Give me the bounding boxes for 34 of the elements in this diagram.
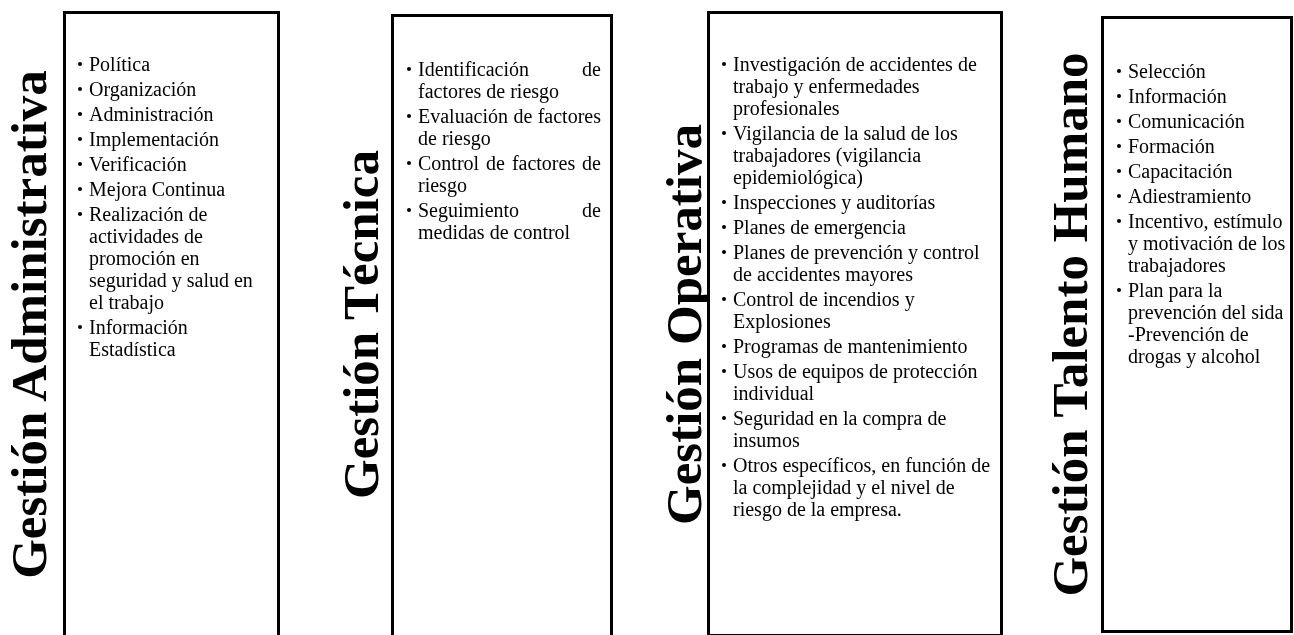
- list-item-text: Selección: [1128, 60, 1207, 82]
- list-item-text: Planes de emergencia: [733, 216, 907, 238]
- column-heading: Gestión Talento Humano: [1044, 51, 1096, 597]
- list-item-text: Información Estadística: [89, 316, 189, 360]
- list-item-text: Capacitación: [1128, 160, 1234, 182]
- list-item-text: Seguimiento de medidas de control: [418, 199, 601, 243]
- list-item-text: Verificación: [89, 153, 188, 175]
- column-heading: Gestión Técnica: [335, 149, 387, 499]
- list-item-text: Implementación: [89, 128, 220, 150]
- list-item-text: Programas de mantenimiento: [733, 335, 969, 357]
- list-item-text: Incentivo, estímulo y motivación de los trabajadores: [1128, 210, 1286, 276]
- list-item-text: Plan para la prevención del sida -Prevención de drogas y alcohol: [1128, 279, 1285, 367]
- list-item-text: Adiestramiento: [1128, 185, 1253, 207]
- list-item-text: Otros específicos, en función de la complejidad y el nivel de riesgo de la empresa.: [733, 454, 992, 520]
- list-item-text: Investigación de accidentes de trabajo y enfermedades profesionales: [733, 53, 978, 119]
- list-item-text: Evaluación de factores de riesgo: [418, 105, 601, 149]
- list-item-text: Información: [1128, 85, 1228, 107]
- list-item-text: Planes de prevención y control de accidentes mayores: [733, 241, 981, 285]
- list-item-text: Control de factores de riesgo: [418, 152, 601, 196]
- list-item-text: Control de incendios y Explosiones: [733, 288, 916, 332]
- list-item-text: Organización: [89, 78, 198, 100]
- list-item-text: Formación: [1128, 135, 1216, 157]
- list-item-text: Política: [89, 53, 152, 75]
- list-item-text: Comunicación: [1128, 110, 1246, 132]
- list-item-text: Realización de actividades de promoción en seguridad y salud en el trabajo: [89, 203, 254, 313]
- list-item-text: Usos de equipos de protección individual: [733, 360, 979, 404]
- list-item-text: Vigilancia de la salud de los trabajadores (vigilancia epidemiológica): [733, 122, 959, 188]
- list-item-text: Inspecciones y auditorías: [733, 191, 937, 213]
- list-item-text: Administración: [89, 103, 215, 125]
- list-item-text: Identificación de factores de riesgo: [418, 58, 601, 102]
- list-item-text: Seguridad en la compra de insumos: [733, 407, 948, 451]
- column-heading: Gestión Operativa: [658, 123, 710, 525]
- column-heading: Gestión Administrativa: [3, 69, 55, 579]
- list-item-text: Mejora Continua: [89, 178, 227, 200]
